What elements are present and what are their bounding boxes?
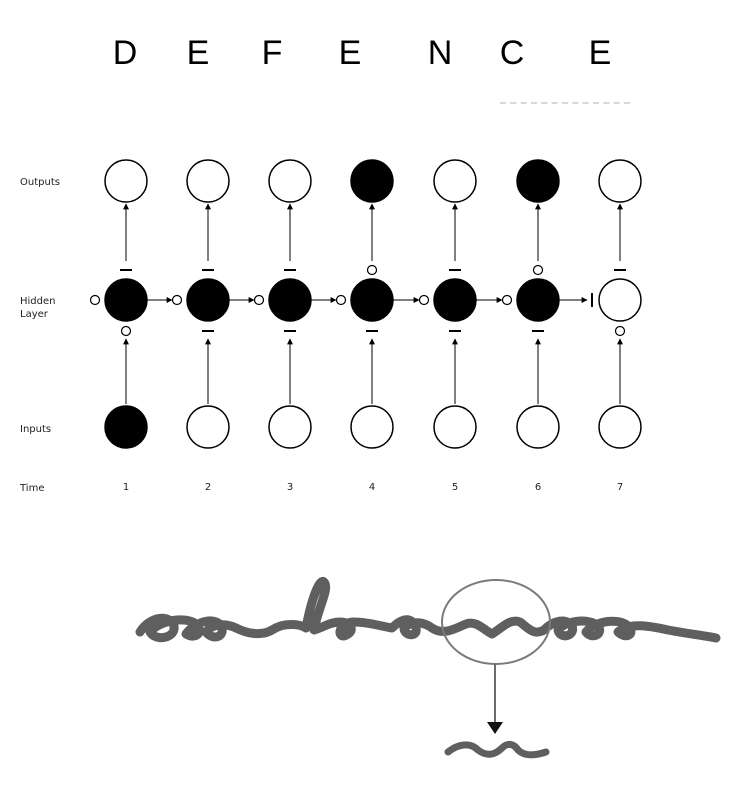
letter-c: C: [499, 34, 525, 72]
rnn-unfolded-diagram: [89, 159, 642, 449]
gate-below-1: [120, 325, 132, 337]
input-node-7: [598, 405, 642, 449]
input-node-1: [104, 405, 148, 449]
gate-before-6: [501, 294, 513, 306]
gate-before-4: [335, 294, 347, 306]
input-node-6: [516, 405, 560, 449]
inputs-label: Inputs: [20, 424, 52, 435]
input-node-3: [268, 405, 312, 449]
letter-n: N: [427, 34, 453, 72]
output-node-1: [104, 159, 148, 203]
input-node-2: [186, 405, 230, 449]
output-node-7: [598, 159, 642, 203]
input-node-5: [433, 405, 477, 449]
letter-e: E: [186, 34, 210, 72]
time-step-6: 6: [534, 482, 542, 493]
letter-e: E: [338, 34, 362, 72]
zoomed-stroke-segment: [444, 740, 550, 759]
hidden-label-line1: Hidden: [20, 296, 56, 307]
output-node-2: [186, 159, 230, 203]
time-step-4: 4: [368, 482, 376, 493]
outputs-label: Outputs: [20, 177, 60, 188]
input-node-4: [350, 405, 394, 449]
gate-before-5: [418, 294, 430, 306]
gate-before-3: [253, 294, 265, 306]
letter-e: E: [588, 34, 612, 72]
gate-before-2: [171, 294, 183, 306]
gate-above-6: [532, 264, 544, 276]
hidden-layer-label: Hidden Layer: [20, 295, 55, 321]
time-step-7: 7: [616, 482, 624, 493]
hidden-label-line2: Layer: [20, 309, 48, 320]
gate-above-4: [366, 264, 378, 276]
time-step-2: 2: [204, 482, 212, 493]
time-label: Time: [20, 483, 45, 494]
time-step-5: 5: [451, 482, 459, 493]
word-letters: D E F E N C E: [0, 28, 740, 78]
output-node-5: [433, 159, 477, 203]
output-node-3: [268, 159, 312, 203]
letter-f: F: [261, 34, 283, 72]
zoom-ellipse: [441, 579, 551, 665]
handwritten-word-defence: [135, 577, 721, 643]
faint-dashes: [500, 102, 630, 108]
time-step-1: 1: [122, 482, 130, 493]
hidden-node-7: [598, 278, 642, 322]
gate-before-1: [89, 294, 101, 306]
gate-below-7: [614, 325, 626, 337]
time-step-3: 3: [286, 482, 294, 493]
letter-d: D: [112, 34, 138, 72]
output-node-6: [516, 159, 560, 203]
zoom-arrow-head: [487, 722, 503, 734]
output-node-4: [350, 159, 394, 203]
